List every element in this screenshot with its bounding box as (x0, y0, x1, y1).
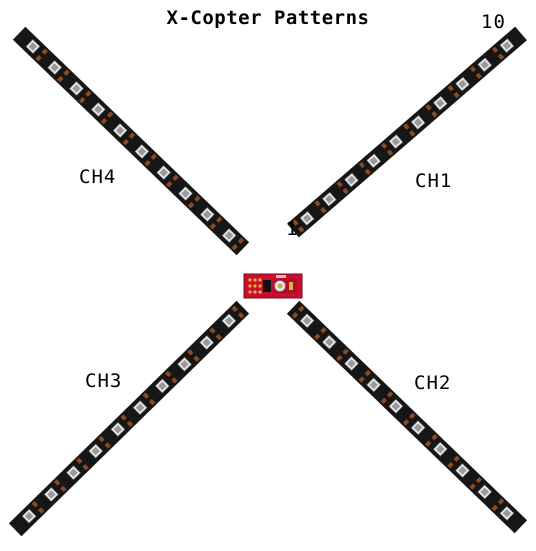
led-4 (154, 370, 178, 394)
led-5 (380, 134, 404, 156)
led-6 (110, 414, 134, 437)
led-1 (221, 305, 245, 329)
led-7 (90, 102, 114, 125)
led-5 (134, 144, 157, 167)
led-8 (66, 457, 89, 481)
controller-board (243, 273, 303, 299)
led-7 (88, 435, 111, 459)
led-4 (358, 153, 382, 176)
led-2 (314, 191, 337, 214)
led-index-last: 10 (481, 11, 506, 33)
led-strip-ch2 (286, 300, 528, 534)
led-8 (69, 81, 92, 104)
led-10 (25, 39, 48, 62)
led-9 (469, 57, 493, 80)
led-3 (336, 172, 359, 195)
led-1 (291, 305, 315, 329)
led-strip-ch1 (287, 26, 527, 238)
led-2 (199, 327, 222, 351)
led-8 (447, 76, 470, 99)
led-5 (132, 392, 156, 416)
led-4 (358, 369, 382, 393)
led-2 (199, 207, 223, 230)
led-9 (47, 60, 70, 83)
led-10 (21, 500, 45, 524)
led-3 (336, 348, 359, 371)
led-9 (43, 479, 67, 502)
led-6 (403, 114, 426, 137)
led-4 (156, 165, 179, 188)
led-6 (112, 123, 136, 146)
led-7 (425, 95, 448, 118)
led-5 (380, 391, 404, 414)
led-3 (178, 186, 201, 209)
led-1 (292, 210, 315, 233)
led-1 (221, 228, 245, 251)
label-ch3: CH3 (85, 370, 123, 392)
led-2 (314, 327, 337, 350)
led-8 (447, 455, 470, 478)
diagram-title: X-Copter Patterns (166, 7, 370, 29)
led-3 (177, 349, 200, 372)
led-10 (491, 498, 515, 521)
label-ch1: CH1 (415, 170, 453, 192)
led-strip-ch3 (8, 300, 250, 537)
led-10 (491, 38, 515, 60)
led-9 (469, 476, 493, 500)
label-ch2: CH2 (414, 372, 452, 394)
led-strip-ch4 (12, 26, 250, 256)
led-index-first: 1 (286, 218, 299, 240)
led-6 (402, 412, 426, 436)
label-ch4: CH4 (79, 166, 117, 188)
led-7 (425, 434, 448, 457)
